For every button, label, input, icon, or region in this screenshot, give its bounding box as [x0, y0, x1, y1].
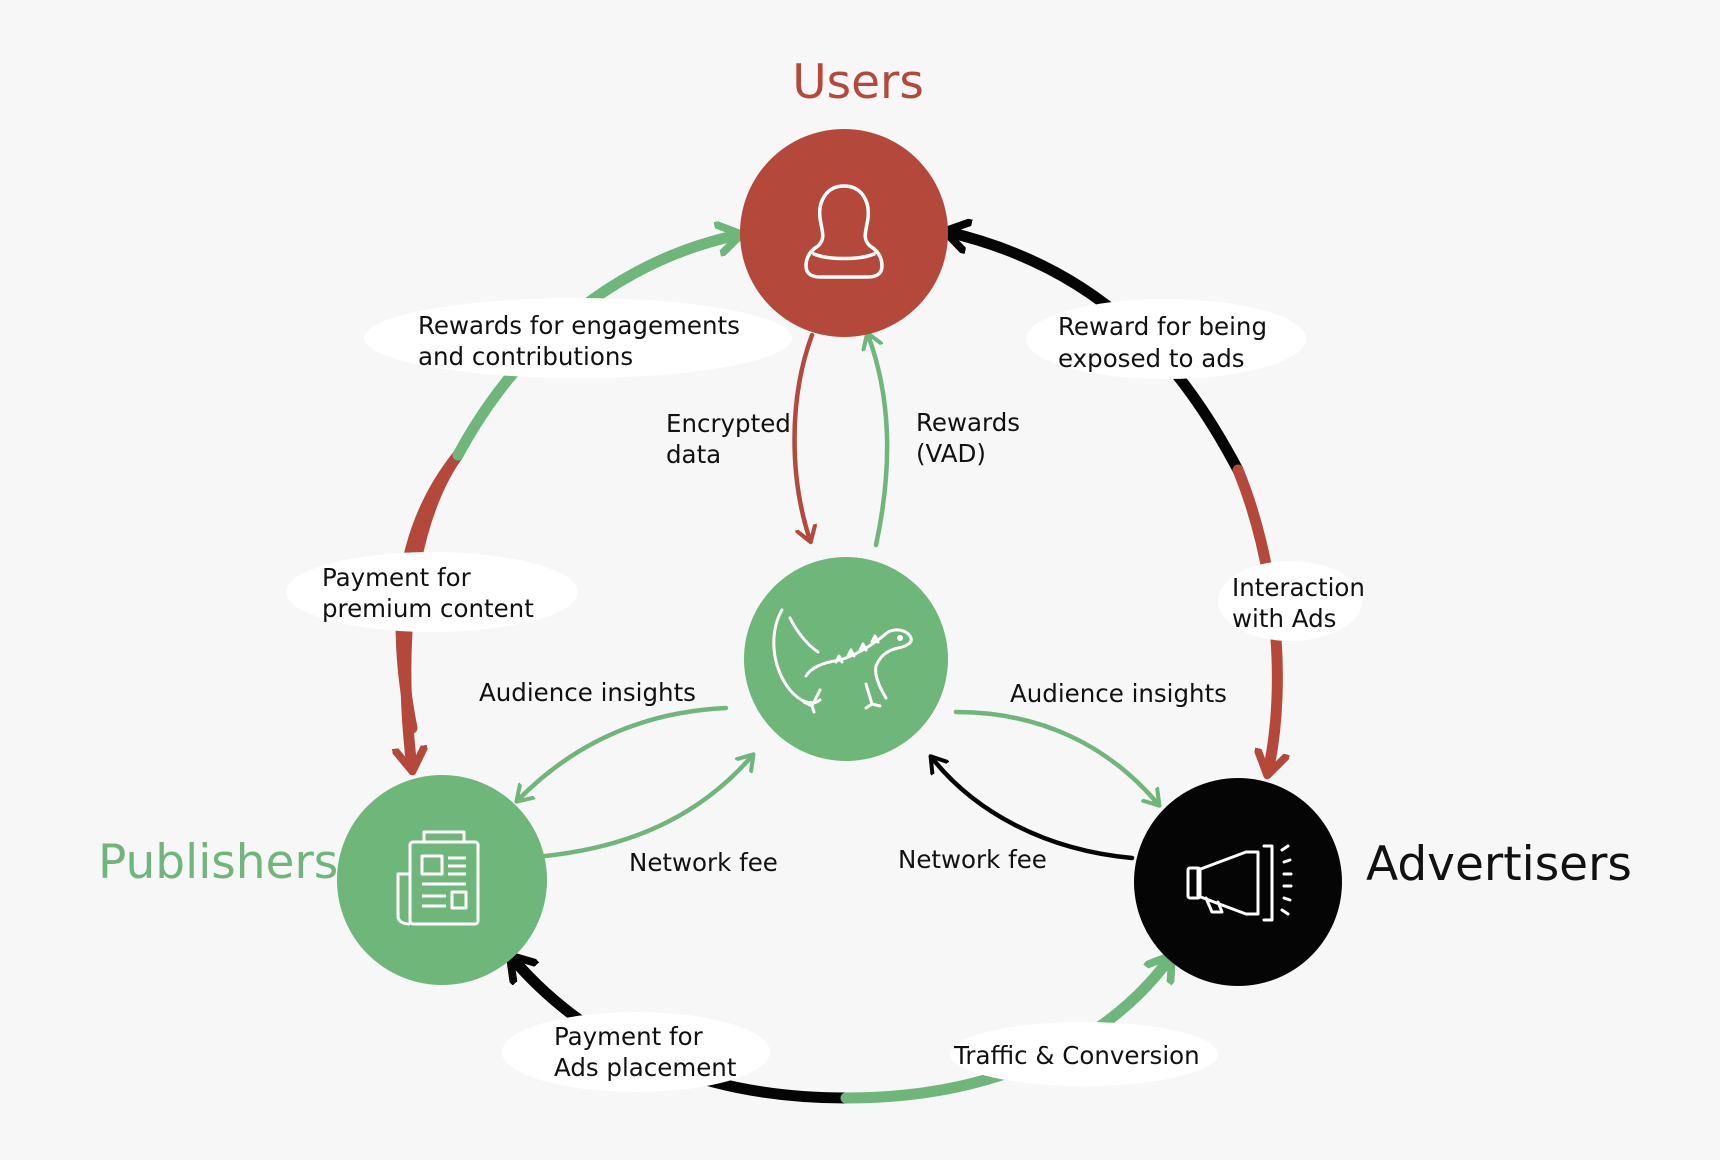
label-rewards-engagement-line2: and contributions — [418, 342, 633, 371]
label-audience-right: Audience insights — [1010, 679, 1227, 708]
publishers-node — [337, 775, 547, 985]
bubble-traffic — [950, 1022, 1218, 1086]
label-network-fee-left: Network fee — [629, 848, 778, 877]
spoke-audience-right — [953, 709, 1158, 804]
spoke-network-fee-left — [542, 756, 752, 859]
spoke-encrypted-data — [792, 332, 813, 540]
label-audience-left: Audience insights — [479, 678, 696, 707]
lizard-icon — [772, 608, 913, 714]
bubble-payment-premium — [286, 552, 578, 632]
label-reward-exposed-line1: Reward for being — [1058, 312, 1267, 341]
label-encrypted-line1: Encrypted — [666, 409, 791, 438]
user-icon — [804, 184, 884, 279]
label-payment-ads-line2: Ads placement — [554, 1053, 737, 1082]
label-encrypted-data: Encrypted data — [666, 409, 799, 469]
label-interaction-line2: with Ads — [1232, 604, 1336, 633]
advertisers-title: Advertisers — [1366, 837, 1632, 892]
label-payment-premium: Payment for premium content — [322, 563, 534, 623]
label-payment-premium-line2: premium content — [322, 594, 534, 623]
label-interaction-ads: Interaction with Ads — [1232, 573, 1373, 633]
bubble-rewards-engagement — [364, 298, 792, 378]
spoke-network-fee-right — [932, 758, 1135, 861]
label-rewards-engagement-line1: Rewards for engagements — [418, 311, 740, 340]
users-title: Users — [792, 55, 924, 110]
spoke-rewards-vad — [868, 335, 890, 548]
label-reward-exposed-line2: exposed to ads — [1058, 344, 1245, 373]
label-encrypted-line2: data — [666, 440, 721, 469]
newspaper-icon — [396, 830, 480, 926]
label-interaction-line1: Interaction — [1232, 573, 1365, 602]
megaphone-icon — [1186, 844, 1293, 922]
label-traffic-conversion: Traffic & Conversion — [953, 1041, 1200, 1070]
publishers-title: Publishers — [98, 835, 338, 890]
advertisers-node — [1134, 778, 1342, 986]
label-payment-ads-line1: Payment for — [554, 1022, 704, 1051]
spoke-audience-left — [518, 705, 729, 800]
label-rewards-engagement: Rewards for engagements and contribution… — [418, 311, 748, 371]
bubble-interaction — [1218, 561, 1362, 641]
label-payment-ads: Payment for Ads placement — [554, 1022, 737, 1082]
label-rewards-vad-line2: (VAD) — [916, 439, 986, 468]
label-reward-exposed: Reward for being exposed to ads — [1058, 312, 1275, 373]
label-rewards-vad-line1: Rewards — [916, 408, 1020, 437]
bubble-payment-ads — [502, 1012, 770, 1092]
label-rewards-vad: Rewards (VAD) — [916, 408, 1028, 468]
platform-node — [744, 557, 948, 761]
users-node — [740, 129, 948, 337]
label-payment-premium-line1: Payment for — [322, 563, 472, 592]
label-network-fee-right: Network fee — [898, 845, 1047, 874]
bubble-reward-exposed — [1026, 299, 1306, 379]
